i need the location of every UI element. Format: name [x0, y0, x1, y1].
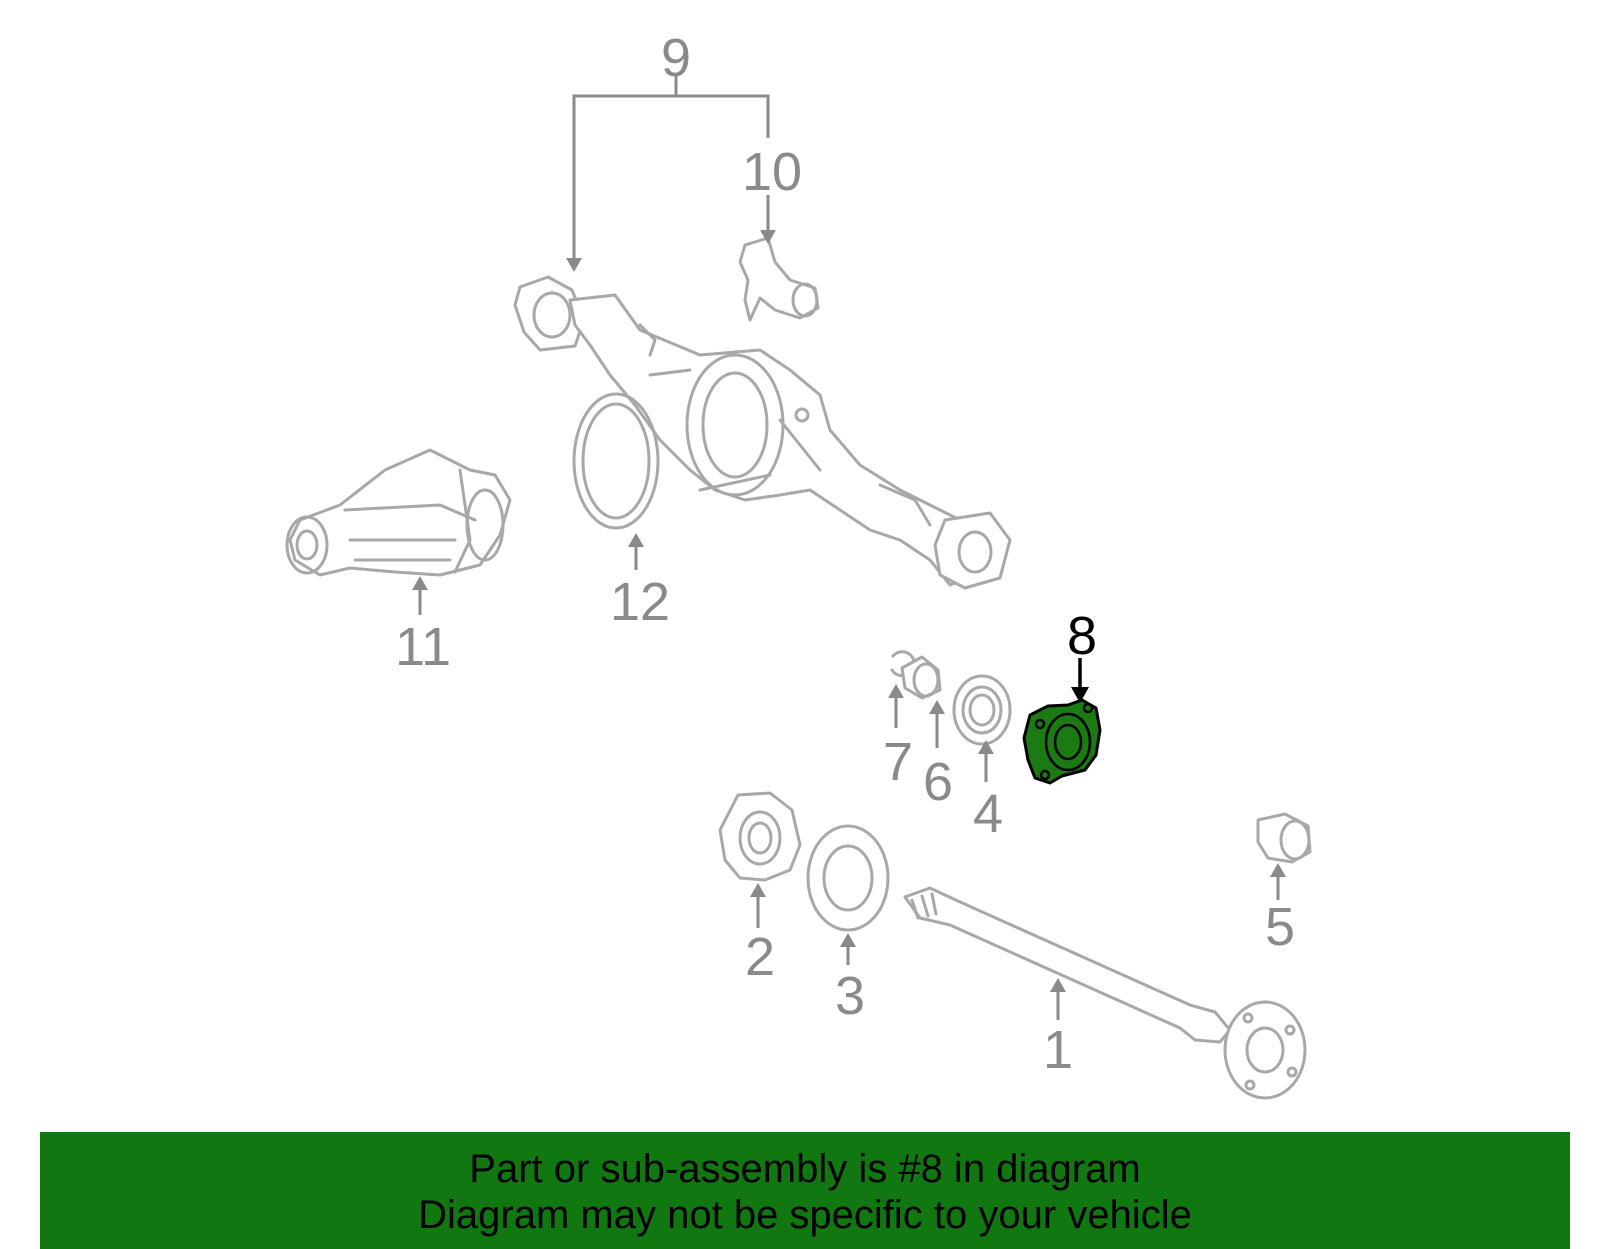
- callout-3-leader: [840, 933, 856, 965]
- breather-part-10[interactable]: [738, 236, 820, 322]
- retainer-part-6[interactable]: [900, 655, 942, 700]
- callout-9-leader: [566, 76, 770, 272]
- callout-7-leader: [888, 684, 904, 728]
- callout-4: 4: [973, 784, 1003, 844]
- callout-10-leader: [760, 195, 776, 244]
- callout-5: 5: [1265, 897, 1295, 957]
- differential-carrier-part-11[interactable]: [285, 448, 512, 577]
- callout-11: 11: [395, 617, 451, 677]
- callout-8: 8: [1067, 606, 1097, 666]
- callout-1-leader: [1050, 978, 1066, 1020]
- axle-housing-part-9[interactable]: [513, 275, 1012, 590]
- gasket-part-3[interactable]: [806, 824, 890, 932]
- callout-6-leader: [929, 700, 945, 748]
- callout-6: 6: [923, 752, 953, 812]
- callout-2: 2: [745, 927, 775, 987]
- axle-shaft-part-1[interactable]: [903, 886, 1307, 1100]
- parts-diagram: 9 10 11 12 8 7 6 4 2: [285, 28, 1312, 1100]
- callout-3: 3: [835, 966, 865, 1026]
- callout-5-leader: [1270, 863, 1286, 900]
- banner-line-disclaimer: Diagram may not be specific to your vehi…: [418, 1193, 1192, 1237]
- callout-7: 7: [883, 732, 913, 792]
- backing-plate-part-2[interactable]: [718, 791, 802, 882]
- callout-2-leader: [750, 883, 766, 928]
- bushing-part-5[interactable]: [1256, 812, 1312, 864]
- callout-10: 10: [742, 142, 802, 202]
- callout-1: 1: [1043, 1020, 1073, 1080]
- bearing-housing-part-8[interactable]: [1022, 698, 1102, 785]
- callout-4-leader: [978, 740, 994, 782]
- bearing-part-4[interactable]: [952, 674, 1012, 746]
- callout-9: 9: [661, 28, 691, 88]
- gasket-part-12[interactable]: [572, 392, 660, 530]
- callout-11-leader: [412, 576, 428, 615]
- callout-8-leader: [1071, 658, 1089, 703]
- callout-12-leader: [628, 533, 644, 570]
- callout-12: 12: [610, 572, 670, 632]
- banner-line-part-number: Part or sub-assembly is #8 in diagram: [469, 1147, 1141, 1191]
- info-banner: Part or sub-assembly is #8 in diagram Di…: [40, 1132, 1570, 1249]
